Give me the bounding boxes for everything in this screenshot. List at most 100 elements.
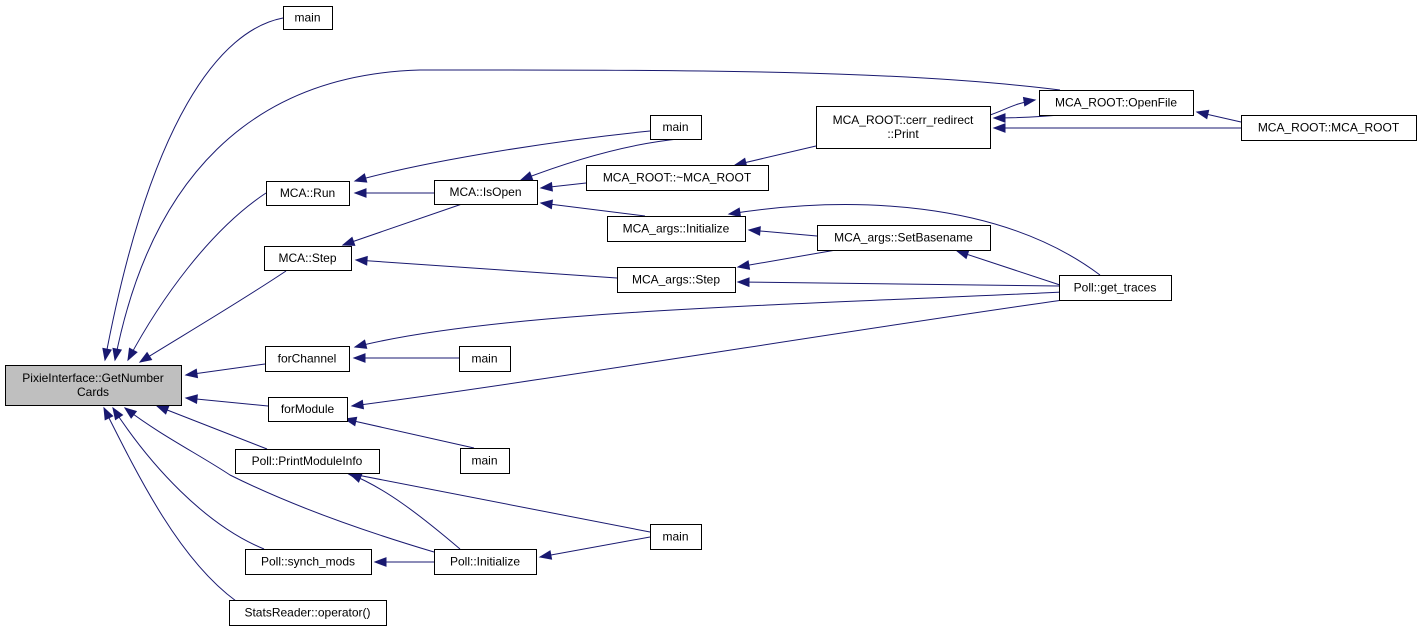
node-box xyxy=(650,115,702,140)
node-box xyxy=(434,180,538,205)
arrowhead-icon xyxy=(539,199,554,210)
node-label: Poll::get_traces xyxy=(1074,281,1157,295)
edge-poll_init-to-poll_print xyxy=(348,473,461,550)
node-main-ch[interactable]: main xyxy=(459,346,511,372)
edge-formodule-to-root xyxy=(184,394,269,407)
node-mca-root-dtor[interactable]: MCA_ROOT::~MCA_ROOT xyxy=(586,165,769,191)
node-mca-args-init[interactable]: MCA_args::Initialize xyxy=(607,216,746,242)
edge-line xyxy=(104,17,284,361)
edge-line xyxy=(139,270,287,363)
node-main-mod[interactable]: main xyxy=(460,448,510,474)
arrowhead-icon xyxy=(353,339,368,349)
edge-line xyxy=(112,407,265,550)
node-label: main xyxy=(294,11,320,25)
node-label: MCA::Run xyxy=(280,186,335,200)
arrowhead-icon xyxy=(184,394,198,405)
node-main-top[interactable]: main xyxy=(283,6,333,30)
edge-mca_root_ctor-to-openfile xyxy=(1195,109,1242,123)
node-label: Cards xyxy=(77,385,109,399)
edge-main_ch-to-forchannel xyxy=(352,353,459,363)
node-label: MCA_args::Initialize xyxy=(623,222,730,236)
edge-cerr_print-to-openfile xyxy=(989,96,1037,116)
node-label: Poll::PrintModuleInfo xyxy=(252,454,363,468)
arrowhead-icon xyxy=(353,173,368,183)
node-poll-synch[interactable]: Poll::synch_mods xyxy=(245,549,372,575)
node-mca-args-step[interactable]: MCA_args::Step xyxy=(617,267,736,293)
edge-line xyxy=(114,69,1061,361)
node-box xyxy=(817,225,991,251)
arrowhead-icon xyxy=(112,347,123,362)
edge-get_traces-to-set_basename xyxy=(955,249,1061,286)
edge-poll_print-to-root xyxy=(155,405,268,450)
arrowhead-icon xyxy=(350,399,365,410)
edge-get_traces-to-mca_args_step xyxy=(736,277,1060,288)
node-label: MCA::IsOpen xyxy=(449,185,521,199)
node-main-poll[interactable]: main xyxy=(650,524,702,550)
arrowhead-icon xyxy=(341,236,356,246)
arrowhead-icon xyxy=(373,557,387,567)
node-cerr-print[interactable]: MCA_ROOT::cerr_redirect::Print xyxy=(816,106,991,149)
node-poll-init[interactable]: Poll::Initialize xyxy=(434,549,537,575)
node-label: MCA_ROOT::~MCA_ROOT xyxy=(603,171,752,185)
edge-mca_args_init-to-mca_isopen xyxy=(539,199,646,217)
node-label: Poll::Initialize xyxy=(450,555,520,569)
node-poll-print[interactable]: Poll::PrintModuleInfo xyxy=(235,449,380,474)
node-openfile[interactable]: MCA_ROOT::OpenFile xyxy=(1039,90,1194,116)
edge-line xyxy=(728,204,1101,276)
node-label: MCA_args::Step xyxy=(632,273,720,287)
arrowhead-icon xyxy=(747,226,761,236)
edge-mca_root_ctor-to-cerr_print xyxy=(992,123,1241,133)
edge-mca_root_dtor-to-mca_isopen xyxy=(539,181,587,192)
edge-main_poll-to-poll_print xyxy=(345,470,651,533)
node-box xyxy=(586,165,769,191)
node-box xyxy=(229,600,387,626)
edge-line xyxy=(540,202,646,217)
node-mca-root-ctor[interactable]: MCA_ROOT::MCA_ROOT xyxy=(1241,115,1417,141)
node-mca-isopen[interactable]: MCA::IsOpen xyxy=(434,180,538,205)
arrowhead-icon xyxy=(519,171,534,181)
node-box xyxy=(1059,275,1172,301)
node-mca-run[interactable]: MCA::Run xyxy=(266,181,350,206)
edge-line xyxy=(156,405,268,450)
edge-main_poll-to-poll_init xyxy=(538,536,651,560)
node-label: main xyxy=(471,454,497,468)
edge-mca_run-to-root xyxy=(127,192,267,362)
node-set-basename[interactable]: MCA_args::SetBasename xyxy=(817,225,991,251)
edge-main_isopen-to-mca_isopen xyxy=(519,138,679,181)
node-box xyxy=(650,524,702,550)
node-box xyxy=(1241,115,1417,141)
node-formodule[interactable]: forModule xyxy=(268,397,348,422)
node-box xyxy=(607,216,746,242)
arrowhead-icon xyxy=(352,353,366,363)
node-label: MCA_ROOT::cerr_redirect xyxy=(833,113,974,127)
node-label: forChannel xyxy=(278,352,337,366)
edge-line xyxy=(342,203,463,246)
node-label: MCA_ROOT::OpenFile xyxy=(1055,96,1177,110)
arrowhead-icon xyxy=(112,406,124,421)
arrowhead-icon xyxy=(736,260,751,270)
arrowhead-icon xyxy=(354,255,368,266)
node-main-isopen[interactable]: main xyxy=(650,115,702,140)
node-label: MCA_args::SetBasename xyxy=(834,231,973,245)
arrowhead-icon xyxy=(539,181,553,192)
node-forchannel[interactable]: forChannel xyxy=(265,346,350,372)
edge-line xyxy=(956,250,1061,286)
edge-openfile-to-root xyxy=(112,69,1061,362)
node-get-traces[interactable]: Poll::get_traces xyxy=(1059,275,1172,301)
edge-main_mod-to-formodule xyxy=(343,416,475,449)
edge-line xyxy=(346,472,651,533)
edge-cerr_print-to-mca_root_dtor xyxy=(733,145,817,168)
edge-line xyxy=(185,397,269,407)
edge-line xyxy=(349,473,461,550)
arrowhead-icon xyxy=(103,406,114,421)
node-box xyxy=(460,448,510,474)
edges-layer xyxy=(102,17,1242,602)
node-label: PixieInterface::GetNumber xyxy=(22,371,163,385)
node-box xyxy=(617,267,736,293)
arrowhead-icon xyxy=(538,550,553,560)
node-stats-op[interactable]: StatsReader::operator() xyxy=(229,600,387,626)
edge-line xyxy=(520,138,679,181)
node-mca-step[interactable]: MCA::Step xyxy=(264,246,352,271)
node-label: MCA_ROOT::MCA_ROOT xyxy=(1258,121,1400,135)
edge-mca_step-to-root xyxy=(138,270,287,363)
